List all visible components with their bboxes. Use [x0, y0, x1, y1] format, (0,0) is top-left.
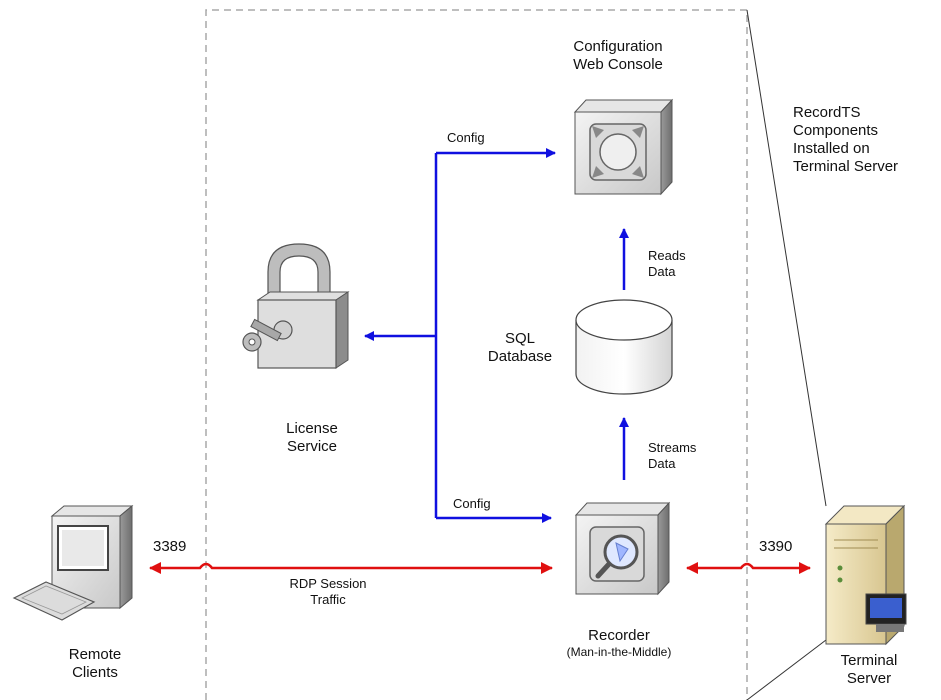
- recorder-label-line2: (Man-in-the-Middle): [566, 645, 672, 659]
- rdp-session-label-line1: RDP Session: [289, 576, 367, 591]
- boundary-note-line1: RecordTS: [793, 104, 861, 121]
- boundary-note-line2: Components: [793, 122, 879, 139]
- reads-data-label-line2: Data: [648, 263, 676, 279]
- license-service-label-line1: License: [286, 420, 338, 437]
- streams-data-label: Streams Data: [648, 440, 696, 471]
- terminal-server-label: Terminal Server: [822, 652, 916, 688]
- sql-database-label-line1: SQL: [504, 330, 535, 347]
- server-cube-icon: [573, 98, 674, 196]
- padlock-key-icon: [242, 243, 350, 369]
- terminal-server-boundary: [205, 9, 827, 700]
- web-console-label: Configuration Web Console: [552, 38, 684, 74]
- license-service-label: License Service: [262, 420, 362, 456]
- license-service-label-line2: Service: [286, 438, 338, 455]
- server-magnifier-icon: [574, 501, 671, 596]
- desktop-computer-icon: [12, 504, 134, 621]
- remote-clients-label-line1: Remote: [68, 646, 122, 663]
- database-cylinder-icon: [575, 299, 673, 395]
- recorder-label: Recorder (Man-in-the-Middle): [544, 627, 694, 659]
- streams-data-label-line1: Streams: [648, 440, 697, 455]
- rdp-session-label: RDP Session Traffic: [268, 576, 388, 607]
- sql-database-label: SQL Database: [470, 330, 570, 366]
- web-console-label-line1: Configuration: [573, 38, 663, 55]
- remote-clients-label-line2: Clients: [72, 664, 118, 681]
- rdp-arrow-client-recorder: [149, 562, 553, 574]
- web-console-label-line2: Web Console: [573, 56, 663, 73]
- boundary-note: RecordTS Components Installed on Termina…: [793, 104, 898, 176]
- config-label-top: Config: [447, 130, 485, 145]
- sql-database-label-line2: Database: [487, 348, 553, 365]
- remote-clients-label: Remote Clients: [50, 646, 140, 682]
- boundary-note-line3: Installed on: [793, 140, 870, 157]
- tower-server-icon: [824, 504, 907, 646]
- recorder-label-line1: Recorder: [588, 627, 650, 644]
- boundary-note-line4: Terminal Server: [793, 158, 899, 175]
- config-label-bottom: Config: [453, 496, 491, 511]
- terminal-server-label-line1: Terminal: [840, 652, 898, 669]
- reads-data-label: Reads Data: [648, 248, 686, 279]
- config-connectors: [364, 148, 629, 523]
- streams-data-label-line2: Data: [648, 455, 676, 471]
- rdp-session-label-line2: Traffic: [310, 591, 346, 607]
- port-server-label: 3390: [759, 538, 793, 555]
- reads-data-label-line1: Reads: [648, 248, 686, 263]
- rdp-arrow-recorder-server: [686, 562, 811, 574]
- terminal-server-label-line2: Server: [846, 670, 892, 687]
- port-client-label: 3389: [153, 538, 187, 555]
- rdp-connectors: [149, 562, 811, 574]
